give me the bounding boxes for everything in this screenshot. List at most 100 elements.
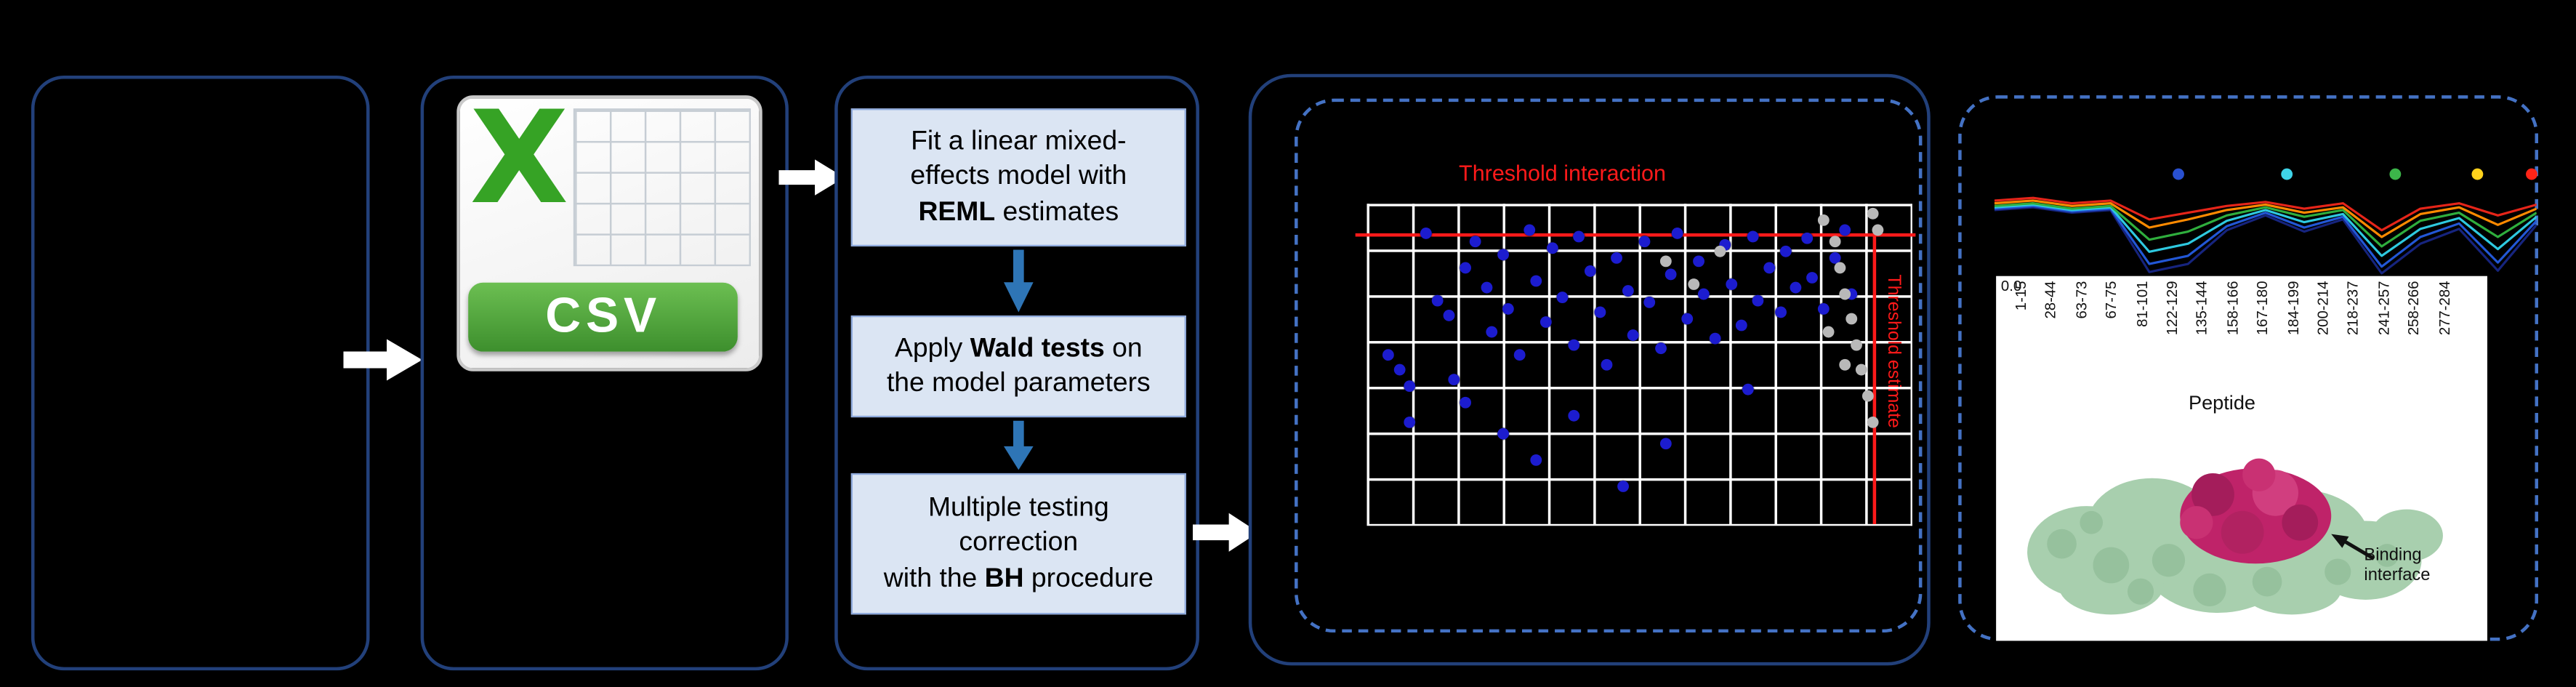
scatter-point-blue [1752, 294, 1765, 306]
scatter-point-blue [1763, 262, 1776, 274]
scatter-point-gray [1828, 236, 1840, 249]
peptide-tick-label: 67-75 [2103, 281, 2120, 319]
annotation-arrowhead [2331, 534, 2349, 548]
scatter-point-blue [1790, 281, 1803, 293]
scatter-point-blue [1627, 329, 1639, 341]
peptide-tick-label: 184-199 [2285, 281, 2301, 336]
profile-line-green [1995, 204, 2537, 246]
scatter-point-blue [1709, 332, 1721, 345]
scatter-point-blue [1736, 319, 1748, 332]
scatter-point-blue [1567, 409, 1579, 422]
spreadsheet-grid [573, 109, 751, 268]
scatter-point-blue [1839, 223, 1851, 236]
peptide-tick-label: 122-129 [2163, 281, 2181, 336]
peptide-tick-label: 218-237 [2345, 281, 2362, 336]
scatter-point-blue [1595, 307, 1607, 319]
peptide-tick-label: 63-73 [2072, 281, 2090, 319]
flow-box-line: Fit a linear mixed- [911, 126, 1127, 157]
scatter-point-blue [1747, 230, 1759, 242]
scatter-point-blue [1470, 236, 1481, 249]
binding-interface-label: Binding interface [2364, 545, 2431, 585]
peptide-tick-label: 158-166 [2223, 281, 2241, 336]
threshold-interaction-label: Threshold interaction [1459, 161, 1667, 186]
scatter-point-blue [1540, 316, 1553, 329]
scatter-point-blue [1670, 227, 1683, 238]
panel-results: Threshold interaction Threshold estimate [1248, 73, 1931, 666]
scatter-point-blue [1611, 252, 1623, 265]
peptide-tick-label: 241-257 [2375, 281, 2392, 336]
legend-dot [2281, 167, 2293, 180]
flow-box-line: the model parameters [886, 368, 1151, 398]
panel-csv: X CSV [420, 75, 789, 671]
scatter-point-blue [1774, 307, 1786, 319]
peptide-tick-label: 277-284 [2435, 281, 2452, 336]
flow-box-line: with the BH procedure [883, 563, 1154, 592]
peptide-profile-chart [1995, 141, 2537, 276]
threshold-line-horizontal [1356, 232, 1917, 236]
flow-box-line: REML estimates [918, 196, 1119, 226]
legend-dots-row [1995, 141, 2537, 276]
scatter-point-gray [1839, 287, 1851, 300]
scatter-point-blue [1660, 438, 1672, 450]
scatter-point-blue [1442, 310, 1454, 322]
legend-dot [2525, 167, 2537, 180]
x-axis-title: Peptide [2189, 390, 2256, 414]
scatter-point-blue [1643, 297, 1656, 309]
scatter-point-gray [1817, 214, 1830, 226]
scatter-point-blue [1692, 255, 1704, 268]
y-axis-tick: 0.0 [2000, 277, 2022, 294]
scatter-point-gray [1867, 207, 1879, 220]
profile-lines-svg [1995, 141, 2537, 276]
scatter-point-blue [1502, 303, 1514, 316]
scatter-point-gray [1660, 255, 1672, 268]
legend-dot [2389, 167, 2402, 180]
peptide-tick-label: 167-180 [2254, 281, 2271, 336]
arrow-down-1 [1003, 249, 1034, 313]
peptide-tick-label: 1-15 [2012, 281, 2029, 311]
scatter-point-blue [1567, 339, 1579, 351]
results-dashed-box: Threshold interaction Threshold estimate [1295, 98, 1923, 633]
scatter-point-blue [1448, 374, 1460, 386]
scatter-point-blue [1393, 364, 1406, 377]
profile-line-orange [1995, 201, 2537, 237]
scatter-point-gray [1845, 313, 1857, 325]
scatter-point-blue [1584, 265, 1596, 277]
flow-box-wald-tests: Apply Wald tests on the model parameters [850, 315, 1186, 418]
scatter-point-blue [1600, 358, 1612, 370]
scatter-point-blue [1404, 380, 1417, 393]
protein-structure-image [2027, 458, 2443, 615]
threshold-estimate-label: Threshold estimate [1883, 274, 1904, 428]
scatter-point-blue [1497, 249, 1509, 261]
legend-dot [2471, 167, 2483, 180]
profile-line-red [1995, 198, 2537, 230]
scatter-point-blue [1807, 271, 1819, 284]
profile-line-cyan [1995, 204, 2537, 255]
scatter-point-blue [1742, 383, 1754, 395]
scatter-point-blue [1817, 303, 1830, 316]
scatter-point-blue [1725, 278, 1737, 290]
scatter-point-gray [1872, 223, 1884, 236]
scatter-point-blue [1529, 275, 1542, 286]
flow-box-line: Apply Wald tests on [894, 333, 1143, 363]
csv-file-icon: X CSV [456, 86, 762, 371]
scatter-point-gray [1856, 364, 1868, 377]
scatter-point-blue [1459, 396, 1471, 409]
scatter-point-gray [1687, 278, 1699, 290]
scatter-point-blue [1382, 348, 1395, 361]
peptide-tick-label: 28-44 [2042, 281, 2059, 319]
scatter-point-blue [1545, 243, 1558, 254]
excel-x-logo: X [470, 85, 569, 233]
profile-line-navy [1995, 207, 2537, 273]
scatter-point-gray [1839, 358, 1851, 370]
scatter-point-blue [1665, 268, 1678, 281]
scatter-point-blue [1524, 223, 1536, 236]
profile-line-blue [1995, 206, 2537, 266]
scatter-point-blue [1654, 342, 1667, 354]
arrow-down-2 [1003, 420, 1034, 470]
scatter-point-blue [1497, 428, 1509, 441]
